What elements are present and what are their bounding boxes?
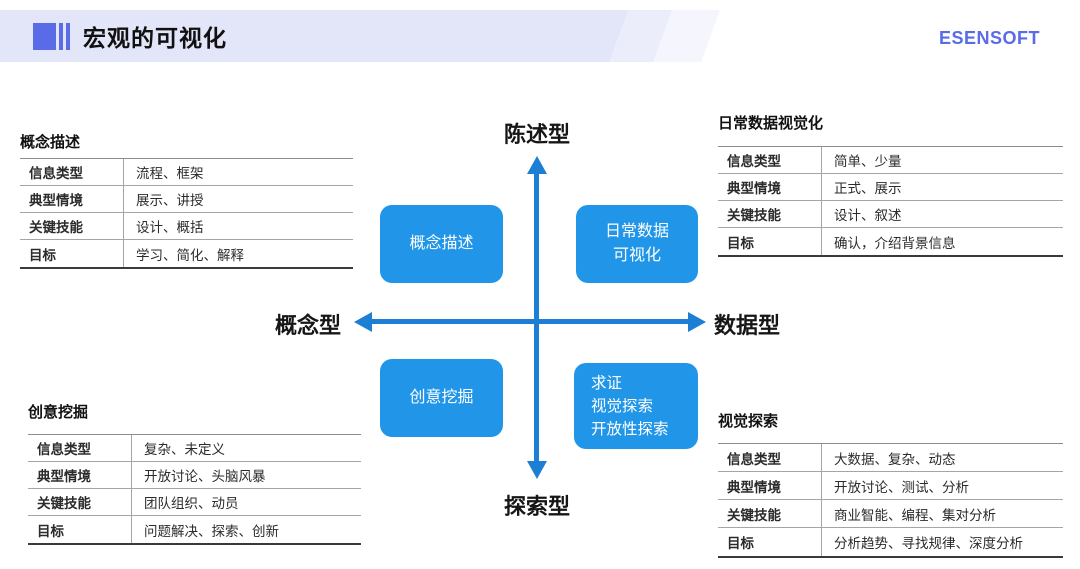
quadrant-box-visual-exploration: 求证视觉探索开放性探索 bbox=[574, 363, 698, 449]
table-row: 信息类型简单、少量 bbox=[718, 147, 1063, 174]
table-row: 信息类型复杂、未定义 bbox=[28, 435, 361, 462]
table-row-label: 目标 bbox=[20, 240, 124, 267]
arrow-up-icon bbox=[527, 156, 547, 174]
table-row: 目标分析趋势、寻找规律、深度分析 bbox=[718, 528, 1063, 556]
table: 信息类型大数据、复杂、动态典型情境开放讨论、测试、分析关键技能商业智能、编程、集… bbox=[718, 443, 1063, 558]
arrow-right-icon bbox=[688, 311, 706, 332]
table-row-label: 信息类型 bbox=[28, 435, 132, 461]
quadrant-box-concept-description: 概念描述 bbox=[380, 205, 503, 283]
table-row-value: 学习、简化、解释 bbox=[136, 247, 244, 263]
table-row-value: 简单、少量 bbox=[834, 154, 902, 169]
table-row-value: 大数据、复杂、动态 bbox=[834, 451, 956, 467]
table-row-value: 设计、概括 bbox=[136, 220, 204, 235]
table-row: 关键技能商业智能、编程、集对分析 bbox=[718, 500, 1063, 528]
table-row-label: 关键技能 bbox=[20, 213, 124, 239]
table-title: 视觉探索 bbox=[718, 413, 779, 430]
table-row-label: 典型情境 bbox=[718, 472, 822, 499]
table-row-label: 信息类型 bbox=[20, 159, 124, 185]
table-row-label: 目标 bbox=[718, 528, 822, 556]
table-visual-exploration: 视觉探索 信息类型大数据、复杂、动态典型情境开放讨论、测试、分析关键技能商业智能… bbox=[718, 410, 1063, 558]
arrow-down-icon bbox=[527, 461, 547, 479]
vertical-axis bbox=[534, 170, 539, 462]
table-row: 典型情境开放讨论、测试、分析 bbox=[718, 472, 1063, 500]
table-row-value: 流程、框架 bbox=[136, 166, 204, 181]
table-title: 创意挖掘 bbox=[28, 404, 89, 421]
table-row-label: 目标 bbox=[718, 228, 822, 255]
table-row: 信息类型流程、框架 bbox=[20, 159, 353, 186]
table-concept-description: 概念描述 信息类型流程、框架典型情境展示、讲授关键技能设计、概括目标学习、简化、… bbox=[20, 131, 353, 269]
quadrant-box-daily-data-visualization: 日常数据可视化 bbox=[576, 205, 698, 283]
axis-label-declarative: 陈述型 bbox=[503, 122, 571, 147]
quadrant-box-line: 可视化 bbox=[612, 247, 661, 264]
table: 信息类型复杂、未定义典型情境开放讨论、头脑风暴关键技能团队组织、动员目标问题解决… bbox=[28, 434, 361, 545]
table-row: 目标学习、简化、解释 bbox=[20, 240, 353, 267]
table-row: 目标确认，介绍背景信息 bbox=[718, 228, 1063, 255]
table-row-value: 开放讨论、测试、分析 bbox=[834, 479, 969, 495]
table-row-label: 典型情境 bbox=[20, 186, 124, 212]
table-row-value: 开放讨论、头脑风暴 bbox=[144, 469, 266, 484]
table-row-value: 问题解决、探索、创新 bbox=[144, 523, 279, 539]
table-row-value: 分析趋势、寻找规律、深度分析 bbox=[834, 536, 1023, 551]
quadrant-box-line: 视觉探索 bbox=[591, 397, 654, 415]
horizontal-axis bbox=[370, 319, 690, 324]
table-row-label: 目标 bbox=[28, 516, 132, 543]
table-row: 典型情境开放讨论、头脑风暴 bbox=[28, 462, 361, 489]
table-row-label: 关键技能 bbox=[28, 489, 132, 515]
table-row: 关键技能团队组织、动员 bbox=[28, 489, 361, 516]
table-row: 信息类型大数据、复杂、动态 bbox=[718, 444, 1063, 472]
table-row-value: 设计、叙述 bbox=[834, 208, 902, 223]
esensoft-logo: ESENSOFT bbox=[938, 28, 1040, 48]
table-row-label: 关键技能 bbox=[718, 201, 822, 227]
title-bar-icon bbox=[66, 22, 70, 50]
quadrant-box-line: 概念描述 bbox=[409, 235, 474, 252]
quadrant-box-line: 创意挖掘 bbox=[409, 389, 474, 406]
table-row: 目标问题解决、探索、创新 bbox=[28, 516, 361, 543]
table-row-value: 确认，介绍背景信息 bbox=[834, 235, 956, 251]
table-row: 典型情境正式、展示 bbox=[718, 174, 1063, 201]
table: 信息类型简单、少量典型情境正式、展示关键技能设计、叙述目标确认，介绍背景信息 bbox=[718, 146, 1063, 257]
quadrant-box-line: 日常数据 bbox=[604, 223, 669, 240]
table-row-label: 关键技能 bbox=[718, 500, 822, 527]
table-row-value: 商业智能、编程、集对分析 bbox=[834, 507, 996, 523]
table-row: 关键技能设计、概括 bbox=[20, 213, 353, 240]
table-title: 概念描述 bbox=[20, 134, 81, 151]
table-row-value: 复杂、未定义 bbox=[144, 442, 225, 457]
header: 宏观的可视化 ESENSOFT bbox=[0, 10, 1080, 62]
table: 信息类型流程、框架典型情境展示、讲授关键技能设计、概括目标学习、简化、解释 bbox=[20, 158, 353, 269]
page-title: 宏观的可视化 bbox=[83, 25, 227, 51]
table-row-label: 信息类型 bbox=[718, 444, 822, 471]
axis-label-data-driven: 数据型 bbox=[714, 313, 781, 338]
axis-label-conceptual: 概念型 bbox=[274, 313, 341, 338]
table-row-label: 典型情境 bbox=[28, 462, 132, 488]
quadrant-box-creative-mining: 创意挖掘 bbox=[380, 359, 503, 437]
table-row: 典型情境展示、讲授 bbox=[20, 186, 353, 213]
table-row-value: 正式、展示 bbox=[834, 181, 902, 196]
table-title: 日常数据视觉化 bbox=[718, 115, 824, 132]
arrow-left-icon bbox=[354, 311, 372, 332]
table-row-value: 展示、讲授 bbox=[136, 193, 204, 208]
title-square-icon bbox=[33, 22, 56, 50]
quadrant-box-line: 开放性探索 bbox=[591, 420, 669, 438]
table-creative-mining: 创意挖掘 信息类型复杂、未定义典型情境开放讨论、头脑风暴关键技能团队组织、动员目… bbox=[28, 401, 361, 545]
table-row-label: 信息类型 bbox=[718, 147, 822, 173]
table-daily-data-visualization: 日常数据视觉化 信息类型简单、少量典型情境正式、展示关键技能设计、叙述目标确认，… bbox=[718, 112, 1063, 257]
table-row-value: 团队组织、动员 bbox=[144, 496, 239, 511]
table-row-label: 典型情境 bbox=[718, 174, 822, 200]
title-bar-icon bbox=[59, 22, 63, 50]
title-group: 宏观的可视化 bbox=[33, 21, 227, 51]
table-row: 关键技能设计、叙述 bbox=[718, 201, 1063, 228]
quadrant-box-line: 求证 bbox=[591, 374, 623, 392]
axis-label-exploratory: 探索型 bbox=[503, 494, 571, 519]
